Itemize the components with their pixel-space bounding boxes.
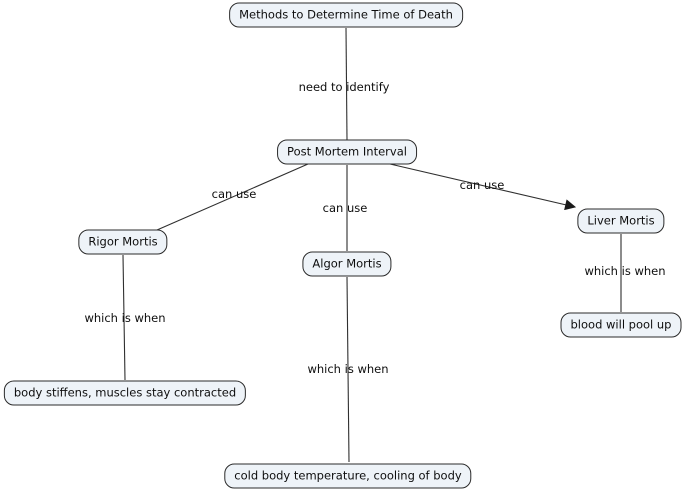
edge-pmi-rigor (156, 163, 309, 231)
node-methods-to-determine-time-of-death[interactable]: Methods to Determine Time of Death (229, 2, 463, 28)
edge-algor-desc (346, 276, 350, 463)
node-cold-body-temperature-description[interactable]: cold body temperature, cooling of body (224, 463, 472, 489)
edge-label-can-use-right[interactable]: can use (459, 178, 505, 192)
edge-rigor-desc (122, 254, 126, 381)
edge-label-which-is-when-right[interactable]: which is when (584, 264, 666, 278)
edge-label-need-to-identify[interactable]: need to identify (298, 80, 390, 94)
node-body-stiffens-description[interactable]: body stiffens, muscles stay contracted (3, 380, 247, 406)
edge-pmi-liver (389, 163, 577, 211)
node-blood-will-pool-up-description[interactable]: blood will pool up (560, 312, 682, 338)
edge-label-can-use-center[interactable]: can use (322, 201, 368, 215)
node-post-mortem-interval[interactable]: Post Mortem Interval (277, 139, 417, 165)
node-liver-mortis[interactable]: Liver Mortis (577, 208, 665, 234)
edge-label-which-is-when-center[interactable]: which is when (307, 362, 389, 376)
edge-label-which-is-when-left[interactable]: which is when (84, 311, 166, 325)
node-rigor-mortis[interactable]: Rigor Mortis (78, 229, 168, 255)
node-algor-mortis[interactable]: Algor Mortis (302, 251, 392, 277)
edge-methods-pmi (345, 27, 348, 141)
edge-label-can-use-left[interactable]: can use (211, 187, 257, 201)
